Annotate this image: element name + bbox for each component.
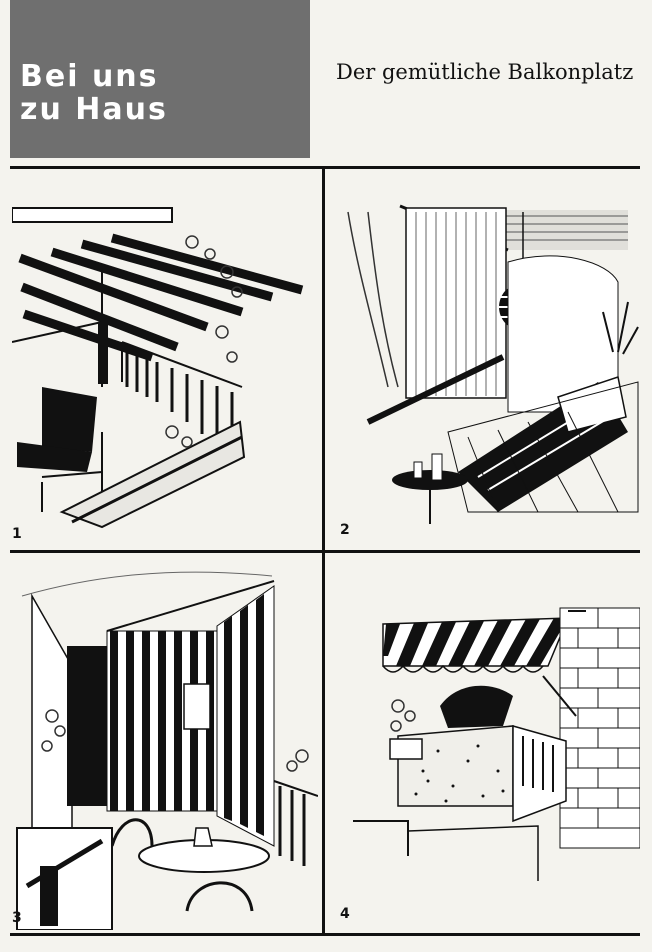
panel-number-4: 4 xyxy=(340,906,350,922)
illustration-panel-3 xyxy=(12,556,318,930)
panel-number-3: 3 xyxy=(12,910,22,926)
header-box: Bei uns zu Haus xyxy=(10,0,310,158)
header-title-line2: zu Haus xyxy=(20,92,168,127)
vertical-rule xyxy=(322,166,325,936)
illustration-panel-2 xyxy=(328,172,640,546)
middle-rule xyxy=(10,550,640,553)
illustration-panel-4 xyxy=(328,556,640,930)
awning-balcony-illustration xyxy=(353,607,640,881)
header-subtitle: Der gemütliche Balkonplatz xyxy=(336,60,634,84)
top-rule xyxy=(10,166,640,169)
bottom-rule xyxy=(10,933,640,936)
pergola-balcony-illustration xyxy=(12,207,304,529)
panel-number-2: 2 xyxy=(340,522,350,538)
header-title-line1: Bei uns xyxy=(20,59,159,94)
panel-number-1: 1 xyxy=(12,526,22,542)
illustration-panel-1 xyxy=(12,172,318,546)
blind-lounger-illustration xyxy=(347,204,639,524)
striped-curtain-illustration xyxy=(16,571,318,930)
